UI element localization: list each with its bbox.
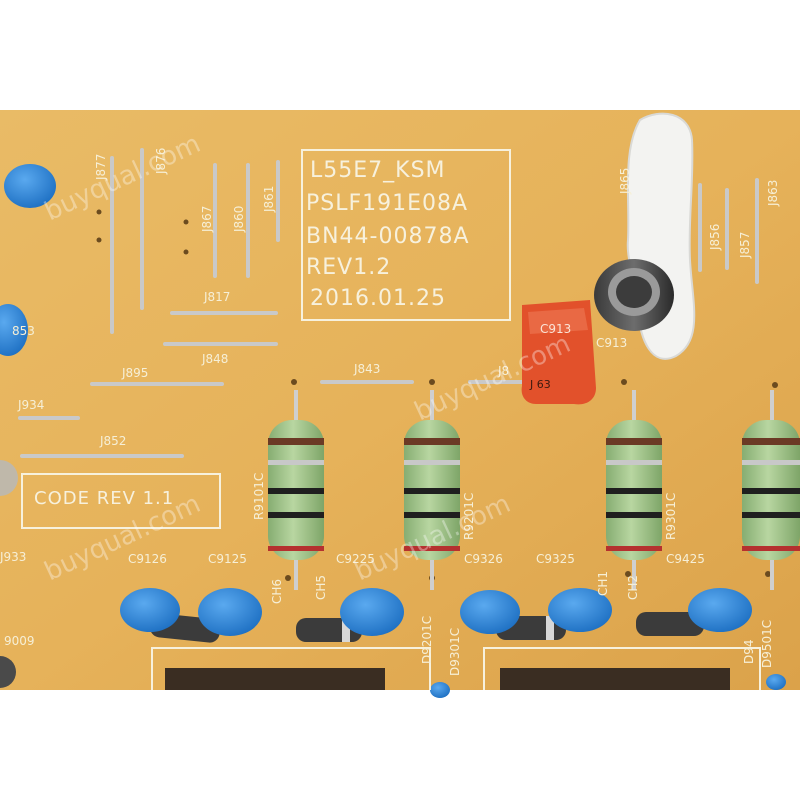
diode-label: D94	[742, 639, 756, 664]
capacitor-label: C9325	[536, 552, 575, 566]
power-resistors	[268, 390, 800, 590]
jumper-label: J895	[122, 366, 149, 380]
capacitor-marking: J 63	[530, 378, 551, 391]
jumper-label: J860	[232, 205, 246, 232]
capacitor-label: C9425	[666, 552, 705, 566]
capacitor-label: C9125	[208, 552, 247, 566]
ceramic-capacitors-left	[0, 164, 56, 356]
code-rev-box	[21, 473, 221, 529]
board-date: 2016.01.25	[310, 286, 446, 311]
film-capacitor	[521, 300, 596, 405]
jumper-wires	[18, 148, 759, 458]
board-model-line3: BN44-00878A	[306, 224, 470, 249]
label-box	[301, 149, 511, 321]
jumper-label: J867	[200, 205, 214, 232]
jumper-label: J843	[354, 362, 381, 376]
jumper-label: J817	[204, 290, 231, 304]
component-label: 9009	[4, 634, 35, 648]
channel-label: CH1	[596, 570, 610, 596]
jumper-label: J934	[18, 398, 45, 412]
jumper-label: J852	[100, 434, 127, 448]
channel-label: CH5	[314, 574, 328, 600]
electrolytic-capacitor	[594, 259, 674, 331]
board-model-line2: PSLF191E08A	[306, 191, 469, 216]
capacitor-label: C913	[596, 336, 628, 350]
board-model-line1: L55E7_KSM	[310, 158, 446, 183]
jumper-label: J865	[618, 167, 632, 194]
resistor-label: R9301C	[664, 492, 678, 540]
component-label: J933	[0, 550, 27, 564]
channel-label: CH2	[626, 574, 640, 600]
jumper-label: J8	[498, 364, 510, 378]
channel-label: CH6	[270, 578, 284, 604]
jumper-label: J863	[766, 179, 780, 206]
jumper-label: J856	[708, 223, 722, 250]
ceramic-capacitors-row	[120, 588, 786, 698]
component-label: 853	[12, 324, 35, 338]
board-revision: REV1.2	[306, 255, 392, 280]
capacitor-label: C913	[540, 322, 572, 336]
diode-label: D9501C	[760, 619, 774, 668]
resistor-label: R9101C	[252, 472, 266, 520]
code-revision: CODE REV 1.1	[34, 488, 175, 509]
capacitor-label: C9225	[336, 552, 375, 566]
capacitor-label: C9126	[128, 552, 167, 566]
diode-label: D9201C	[420, 615, 434, 664]
jumper-label: J861	[262, 185, 276, 212]
left-edge-component	[0, 460, 18, 496]
transformers	[165, 668, 730, 690]
jumper-label: J848	[202, 352, 229, 366]
jumper-label: J857	[738, 231, 752, 258]
diode-label: D9301C	[448, 627, 462, 676]
capacitor-label: C9326	[464, 552, 503, 566]
